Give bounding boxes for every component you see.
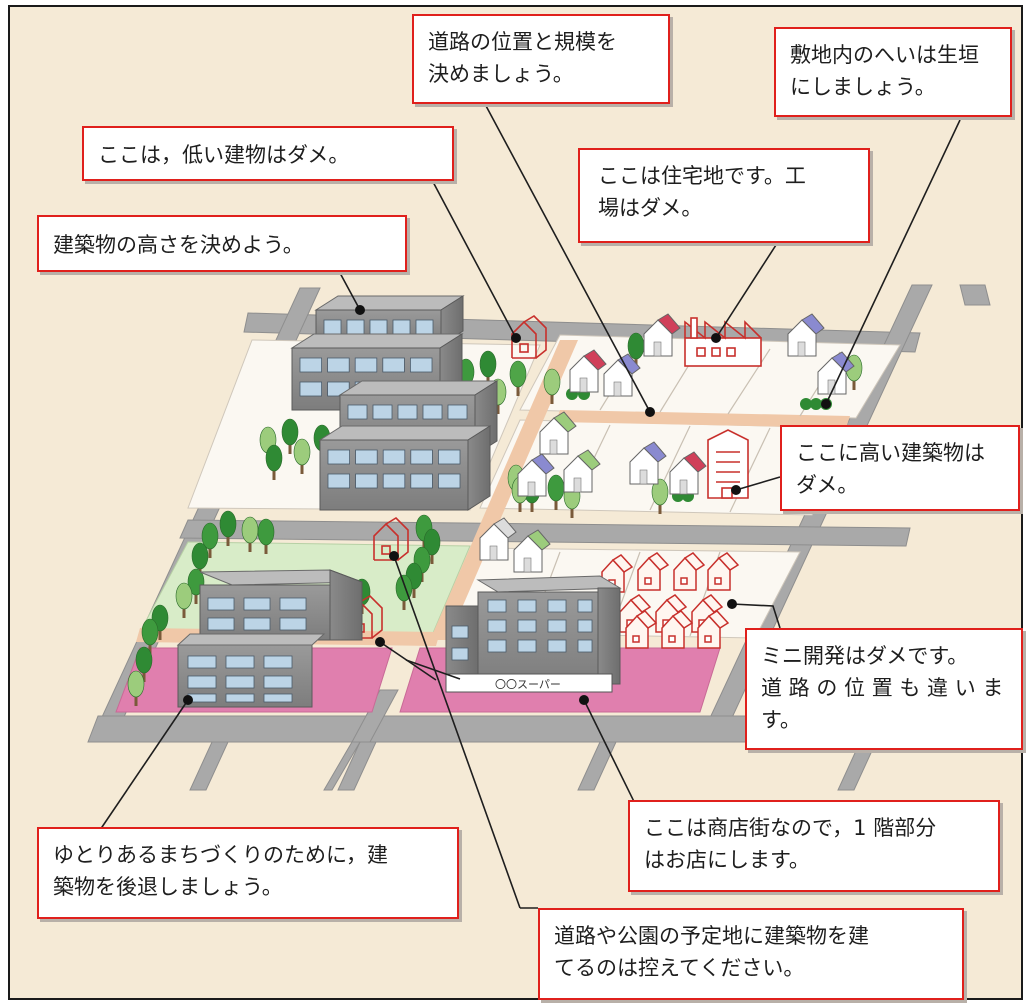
office-building-front-left xyxy=(176,569,363,708)
house-icon xyxy=(817,351,855,395)
road-stub-3 xyxy=(577,741,617,791)
callout-shopping-line-2: はお店にします。 xyxy=(644,848,810,872)
house-icon xyxy=(629,441,667,485)
leader-planned-1 xyxy=(393,555,521,909)
callout-mini-dev: ミニ開発はダメです。 道 路 の 位 置 も 違 い ま す。 xyxy=(745,628,1023,750)
planned-road-strip xyxy=(556,410,850,428)
office-buildings xyxy=(290,295,499,511)
road-stub-top-right xyxy=(959,284,991,306)
house-icon xyxy=(569,349,607,393)
house-icon xyxy=(643,313,681,357)
leader-residential xyxy=(715,244,777,339)
callout-residential-line-1: ここは住宅地です。工 xyxy=(598,164,806,188)
houses xyxy=(479,313,855,573)
tree-icon xyxy=(293,438,311,474)
house-icon xyxy=(661,610,694,649)
factory-icon xyxy=(684,317,762,367)
house-icon xyxy=(707,552,740,591)
house-icon xyxy=(673,552,706,591)
tree-icon xyxy=(127,670,145,706)
callout-tall-building-line-1: ここに高い建築物は xyxy=(796,441,985,465)
callout-mini-dev-line-3: す。 xyxy=(761,708,801,732)
callout-tall-building: ここに高い建築物は ダメ。 xyxy=(780,425,1020,511)
tree-icon xyxy=(423,528,441,564)
callout-residential-line-2: 場はダメ。 xyxy=(598,196,703,220)
tree-icon xyxy=(257,518,275,554)
house-icon xyxy=(539,411,577,455)
callout-road-plan: 道路の位置と規模を 決めましょう。 xyxy=(412,14,670,104)
callout-road-plan-line-1: 道路の位置と規模を xyxy=(428,30,617,54)
callout-tall-building-line-2: ダメ。 xyxy=(796,473,859,497)
tree-icon xyxy=(543,368,561,404)
callout-mini-dev-line-1: ミニ開発はダメです。 xyxy=(761,644,969,668)
leader-planned-3 xyxy=(405,659,461,680)
callout-hedge: 敷地内のへいは生垣 にしましょう。 xyxy=(774,27,1012,117)
callout-height-line-1: 建築物の高さを決めよう。 xyxy=(53,233,304,257)
callout-setback: ゆとりあるまちづくりのために，建 築物を後退しましょう。 xyxy=(37,827,459,919)
tree-icon xyxy=(281,418,299,454)
tree-icon xyxy=(219,510,237,546)
callout-setback-line-1: ゆとりあるまちづくりのために，建 xyxy=(53,843,388,867)
leader-hedge xyxy=(825,119,961,405)
road-stub-1 xyxy=(189,741,229,791)
house-icon xyxy=(563,449,601,493)
house-icon xyxy=(625,610,658,649)
shrub-icon xyxy=(810,398,822,410)
callout-mini-dev-line-2: 道 路 の 位 置 も 違 い ま xyxy=(761,676,1004,700)
leader-tall-building xyxy=(735,476,781,491)
tree-icon xyxy=(547,474,565,510)
leader-lines xyxy=(99,103,961,909)
house-icon xyxy=(603,353,641,397)
callout-height: 建築物の高さを決めよう。 xyxy=(37,215,407,272)
supermarket-sign: 〇〇スーパー xyxy=(495,678,561,691)
tree-icon xyxy=(509,360,527,396)
callout-shopping-line-1: ここは商店街なので，1 階部分 xyxy=(644,816,937,840)
leader-low-building xyxy=(431,179,517,339)
tree-icon xyxy=(651,478,669,514)
callout-road-plan-line-2: 決めましょう。 xyxy=(428,62,574,86)
callout-hedge-line-2: にしましょう。 xyxy=(790,75,936,99)
callout-planned-site: 道路や公園の予定地に建築物を建 てるのは控えてください。 xyxy=(538,908,964,1000)
shrub-icon xyxy=(800,398,812,410)
road-middle xyxy=(179,519,911,547)
leader-mini-dev xyxy=(731,603,781,629)
house-icon xyxy=(697,610,730,649)
leader-setback xyxy=(99,699,189,831)
callout-setback-line-2: 築物を後退しましょう。 xyxy=(53,875,283,899)
tree-icon xyxy=(479,350,497,386)
leader-height xyxy=(339,272,361,311)
callout-residential: ここは住宅地です。工 場はダメ。 xyxy=(578,148,870,243)
callout-hedge-line-1: 敷地内のへいは生垣 xyxy=(790,43,979,67)
callout-planned-site-line-1: 道路や公園の予定地に建築物を建 xyxy=(554,924,869,948)
mini-development-houses xyxy=(601,552,740,649)
road-stub-2 xyxy=(337,741,377,791)
house-icon xyxy=(513,529,551,573)
tree-icon xyxy=(135,646,153,682)
tree-icon xyxy=(175,582,193,618)
callout-low-building: ここは，低い建物はダメ。 xyxy=(82,126,454,181)
leader-dots xyxy=(183,305,831,705)
office-building-icon xyxy=(318,425,492,511)
callout-shopping: ここは商店街なので，1 階部分 はお店にします。 xyxy=(628,800,1000,892)
house-icon xyxy=(787,313,825,357)
house-icon xyxy=(517,453,555,497)
callout-low-building-line-1: ここは，低い建物はダメ。 xyxy=(98,143,350,167)
callout-planned-site-line-2: てるのは控えてください。 xyxy=(554,956,805,980)
tree-icon xyxy=(141,618,159,654)
house-icon xyxy=(669,451,707,495)
tree-icon xyxy=(265,444,283,480)
leader-road-plan xyxy=(484,103,651,413)
planned-road-vertical xyxy=(430,340,578,640)
office-building-supermarket: 〇〇スーパー xyxy=(445,575,622,693)
house-icon xyxy=(479,517,517,561)
road-stub-5 xyxy=(323,741,361,791)
apartment-building-icon xyxy=(707,429,749,499)
tree-icon xyxy=(201,522,219,558)
house-icon xyxy=(637,552,670,591)
